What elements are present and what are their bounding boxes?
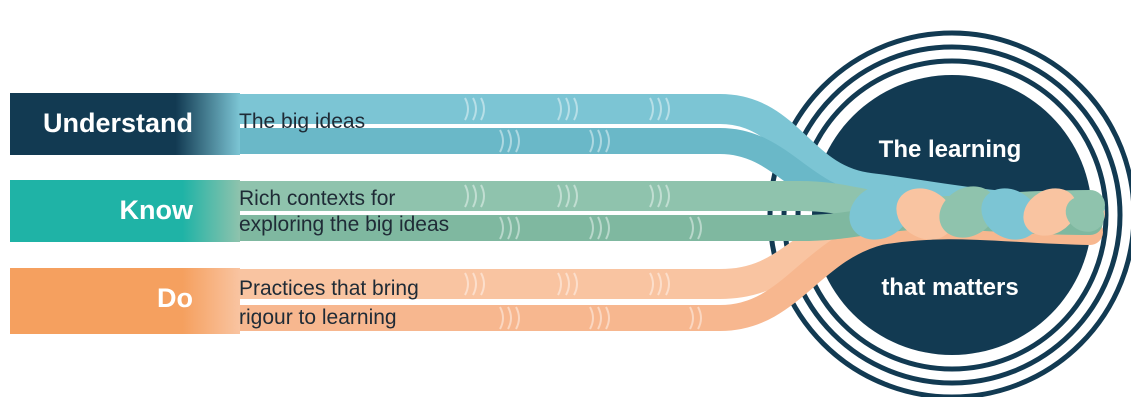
braid [849, 184, 1105, 240]
circle-title-line-2: that matters [881, 274, 1018, 301]
know-heading: Know [120, 195, 194, 225]
do-description-line-2: rigour to learning [239, 306, 397, 329]
do-description-line-1: Practices that bring [239, 277, 419, 300]
circle-title-line-1: The learning [879, 136, 1022, 163]
do-label-bar [10, 268, 240, 334]
know-label-bar [10, 180, 240, 242]
know-description-line-1: Rich contexts for [239, 187, 395, 210]
strands [220, 94, 1105, 331]
understand-label-bar [10, 93, 240, 155]
label-bars [10, 93, 240, 334]
do-heading: Do [157, 283, 193, 313]
understand-heading: Understand [43, 108, 193, 138]
understand-description: The big ideas [239, 110, 365, 133]
know-description-line-2: exploring the big ideas [239, 213, 449, 236]
chevron-pattern [464, 97, 702, 330]
